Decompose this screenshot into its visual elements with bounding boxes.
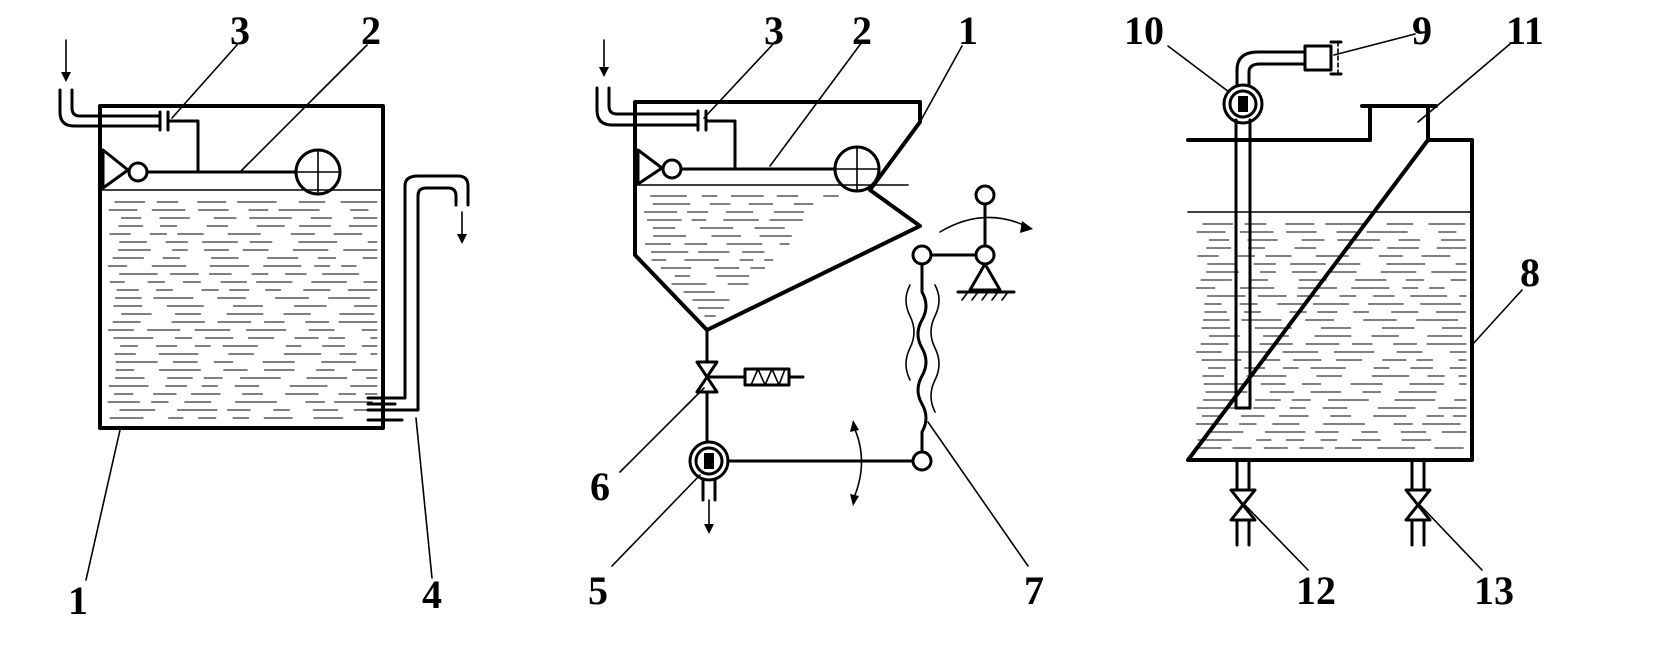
lever-joint-bottom: [911, 450, 933, 472]
float-ball: [294, 148, 342, 196]
leader-3-mid: [703, 41, 776, 119]
wave-line-b: [930, 284, 940, 413]
tank-outline: [98, 104, 385, 430]
linkage-joint-top: [911, 244, 933, 266]
leader-11: [1417, 43, 1511, 123]
label-9: 9: [1412, 8, 1432, 53]
storage-tank-outline: [1186, 138, 1474, 462]
label-5: 5: [588, 568, 608, 613]
label-3-mid: 3: [764, 8, 784, 53]
drain-pipe-right: [1410, 458, 1426, 547]
leader-12: [1244, 504, 1309, 571]
liquid-hatching-right: [1195, 223, 1467, 449]
figure-middle: 3 2 1 6 5 7: [588, 8, 1044, 613]
label-8: 8: [1520, 250, 1540, 295]
float-valve-seat-mid: [696, 109, 737, 170]
lever-pivot-circle-mid: [661, 158, 683, 180]
float-ball-cross-mid: [835, 147, 879, 191]
rotation-arrow: [939, 216, 1031, 233]
suction-tube: [1234, 118, 1252, 410]
leader-2: [239, 44, 368, 173]
hand-pump-blade: [1238, 96, 1248, 112]
leader-6: [619, 387, 705, 473]
pump-rotor: [694, 446, 724, 476]
swing-arrow: [852, 424, 863, 501]
wave-line-a: [905, 284, 915, 381]
rocker-top-joint: [974, 184, 996, 206]
inlet-arrowhead: [61, 72, 71, 82]
lever-pivot: [101, 148, 130, 190]
liquid-hatching-mid: [643, 195, 839, 317]
label-12: 12: [1296, 568, 1336, 613]
float-valve-seat: [158, 110, 200, 174]
siphon-base: [366, 402, 404, 422]
delivery-hose: [1235, 50, 1307, 88]
figure-left: 3 2 1 4: [58, 8, 470, 623]
leader-1-mid: [919, 45, 963, 123]
lever-pivot-mid: [636, 148, 664, 186]
rotation-arrowhead: [1020, 221, 1033, 233]
leader-3: [171, 44, 238, 119]
swing-arrowhead-top: [850, 420, 859, 432]
label-1-mid: 1: [958, 8, 978, 53]
ground-hatch: [961, 291, 1009, 301]
label-13: 13: [1474, 568, 1514, 613]
leader-7: [927, 421, 1029, 567]
float-ball-cross: [297, 151, 339, 193]
inlet-pipe: [58, 88, 162, 128]
label-2: 2: [361, 8, 381, 53]
leader-1: [85, 429, 121, 581]
leader-5: [611, 474, 701, 567]
siphon-tube: [366, 174, 470, 412]
nozzle-tip: [1329, 40, 1343, 76]
solenoid-valve: [695, 360, 719, 394]
rocker-pivot: [974, 244, 996, 266]
float-ball-mid: [833, 145, 881, 193]
inlet-pipe-mid: [595, 86, 700, 127]
filler-neck: [1360, 104, 1438, 142]
pump-outlet: [701, 478, 717, 502]
siphon-arrowhead: [457, 234, 467, 244]
flexible-linkage-wave: [916, 262, 928, 454]
inlet-arrowhead-mid: [599, 67, 609, 77]
leader-9: [1333, 33, 1416, 56]
label-10: 10: [1124, 8, 1164, 53]
liquid-hatching: [107, 201, 378, 419]
leader-4: [415, 417, 433, 579]
label-7: 7: [1024, 568, 1044, 613]
hopper-tank-outline: [633, 100, 922, 332]
label-11: 11: [1506, 8, 1544, 53]
label-2-mid: 2: [852, 8, 872, 53]
rocker-support: [968, 262, 1002, 292]
leader-13: [1419, 504, 1483, 571]
hand-pump-rotor: [1228, 89, 1258, 119]
figure-right: 10 9 11 8 12 13: [1124, 8, 1544, 613]
leader-8: [1471, 289, 1523, 346]
hand-pump-casing: [1222, 83, 1264, 125]
pump-blade: [704, 453, 714, 469]
drain-pipe-left: [1235, 458, 1251, 547]
leader-10: [1167, 45, 1230, 93]
leader-2-mid: [769, 41, 863, 167]
coil-zigzag: [750, 368, 786, 386]
nozzle-body: [1303, 44, 1333, 72]
label-1: 1: [68, 578, 88, 623]
lever-pivot-circle: [127, 161, 149, 183]
label-3: 3: [230, 8, 250, 53]
drain-valve-right: [1404, 488, 1432, 522]
pump-arrowhead: [704, 524, 714, 534]
swing-arrowhead-bottom: [850, 494, 859, 506]
drain-valve-left: [1229, 488, 1257, 522]
label-4: 4: [422, 572, 442, 617]
label-6: 6: [590, 464, 610, 509]
